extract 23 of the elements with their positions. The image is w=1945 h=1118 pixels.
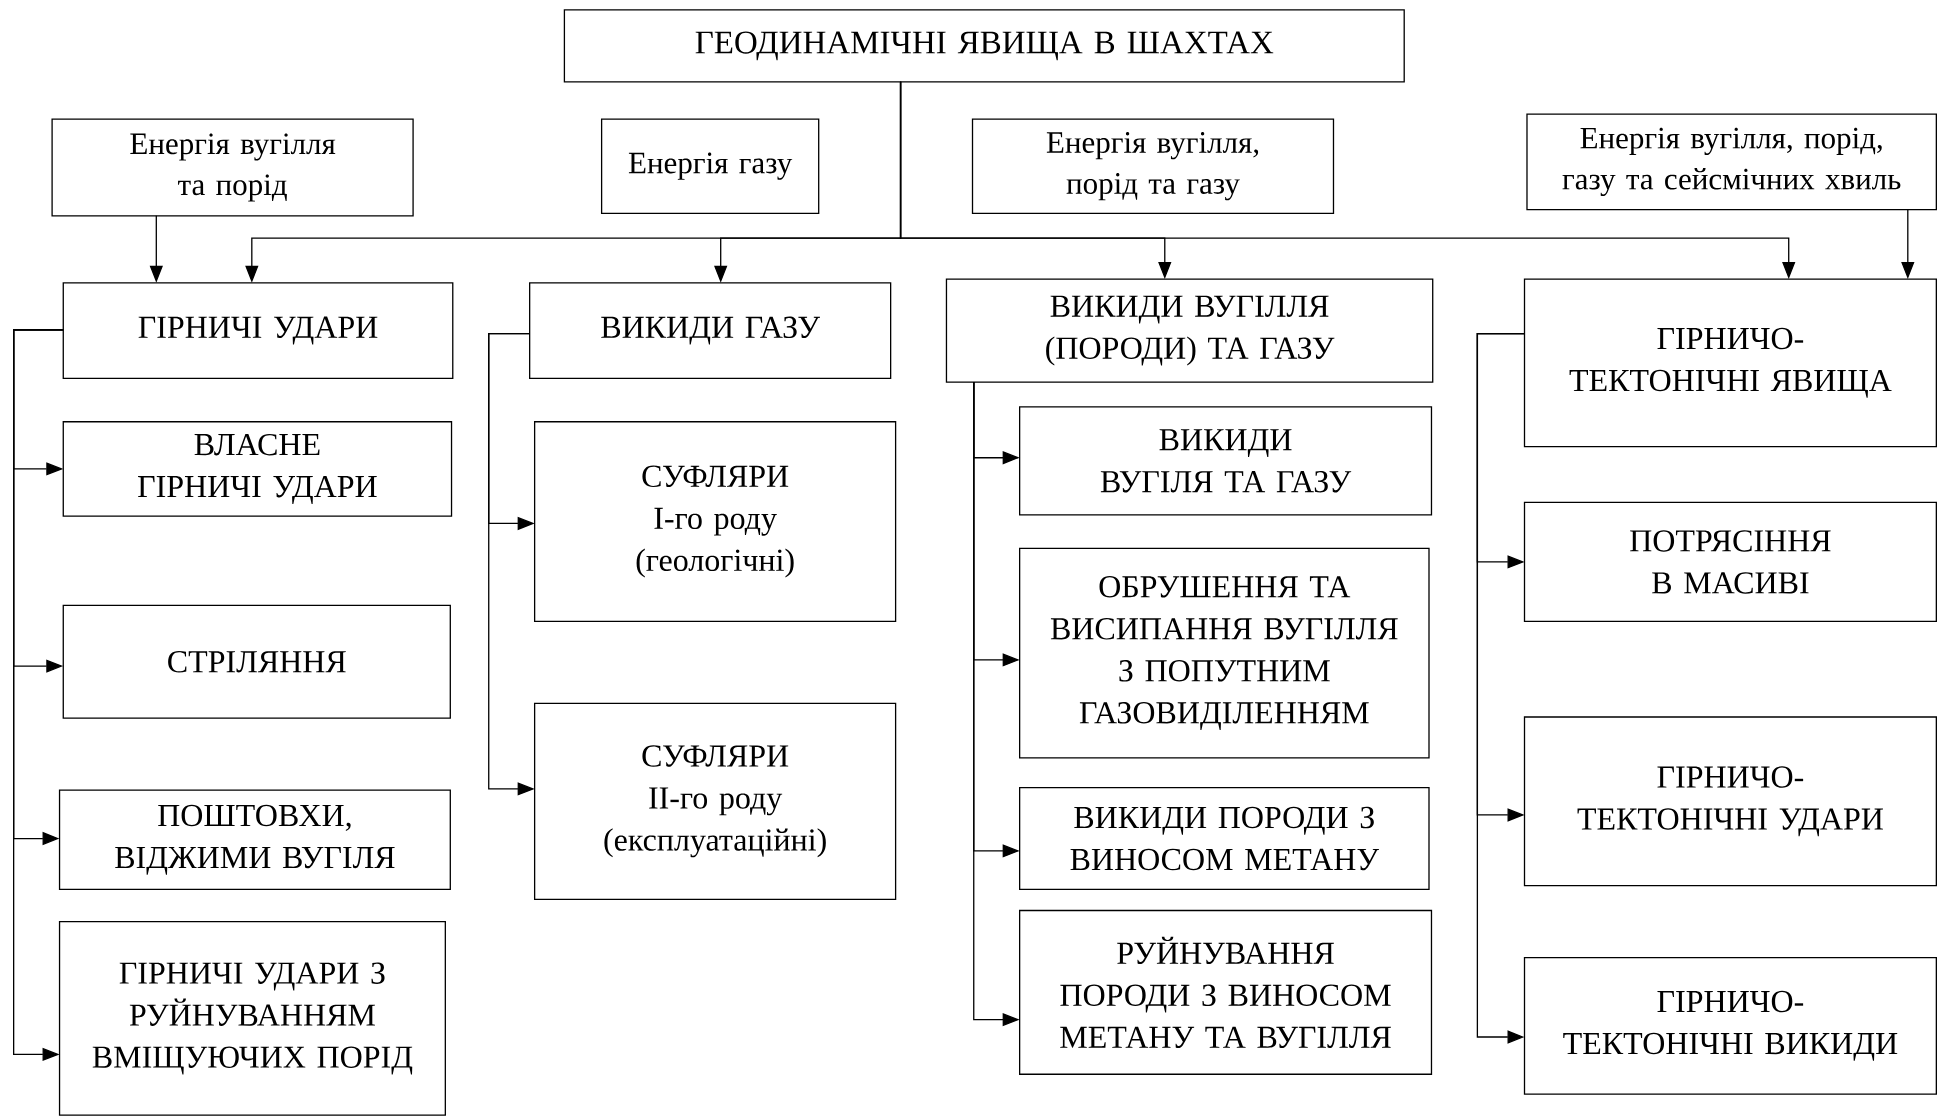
subcategory-box: ПОШТОВХИ, ВІДЖИМИ ВУГІЛЯ [58, 789, 451, 891]
subcategory-box: РУЙНУВАННЯ ПОРОДИ З ВИНОСОМ МЕТАНУ ТА ВУГІЛЛЯ [1019, 910, 1433, 1076]
energy-source-box: Енергія газу [600, 118, 820, 215]
subcategory-box: СУФЛЯРИ II-го роду (експлуатаційні) [534, 702, 897, 901]
energy-source-box: Енергія вугілля, порід, газу та сейсмічних хвиль [1526, 113, 1937, 211]
title-box: ГЕОДИНАМІЧНІ ЯВИЩА В ШАХТАХ [563, 9, 1405, 83]
category-box: ВИКИДИ ГАЗУ [529, 282, 892, 380]
energy-source-box: Енергія вугілля та порід [51, 118, 414, 217]
subcategory-box: ОБРУШЕННЯ ТА ВИСИПАННЯ ВУГІЛЛЯ З ПОПУТНИМ ГАЗОВИДІЛЕННЯМ [1019, 547, 1430, 759]
subcategory-box: ВИКИДИ ПОРОДИ З ВИНОСОМ МЕТАНУ [1019, 787, 1430, 891]
subcategory-box: ВИКИДИ ВУГІЛЯ ТА ГАЗУ [1019, 406, 1433, 516]
subcategory-box: ГІРНИЧО-ТЕКТОНІЧНІ УДАРИ [1523, 716, 1937, 887]
subcategory-box: ВЛАСНЕ ГІРНИЧІ УДАРИ [62, 421, 453, 517]
subcategory-box: ГІРНИЧІ УДАРИ З РУЙНУВАННЯМ ВМІЩУЮЧИХ ПОРІД [58, 921, 446, 1116]
category-box: ГІРНИЧІ УДАРИ [62, 282, 454, 380]
subcategory-box: ПОТРЯСІННЯ В МАСИВІ [1523, 501, 1937, 623]
subcategory-box: ГІРНИЧО-ТЕКТОНІЧНІ ВИКИДИ [1523, 957, 1937, 1095]
category-box: ВИКИДИ ВУГІЛЛЯ (ПОРОДИ) ТА ГАЗУ [945, 278, 1434, 383]
subcategory-box: СУФЛЯРИ I-го роду (геологічні) [534, 421, 897, 623]
category-box: ГІРНИЧО-ТЕКТОНІЧНІ ЯВИЩА [1523, 278, 1937, 448]
arrow [1476, 333, 1526, 1044]
energy-source-box: Енергія вугілля, порід та газу [971, 118, 1335, 215]
subcategory-box: СТРІЛЯННЯ [62, 604, 451, 720]
